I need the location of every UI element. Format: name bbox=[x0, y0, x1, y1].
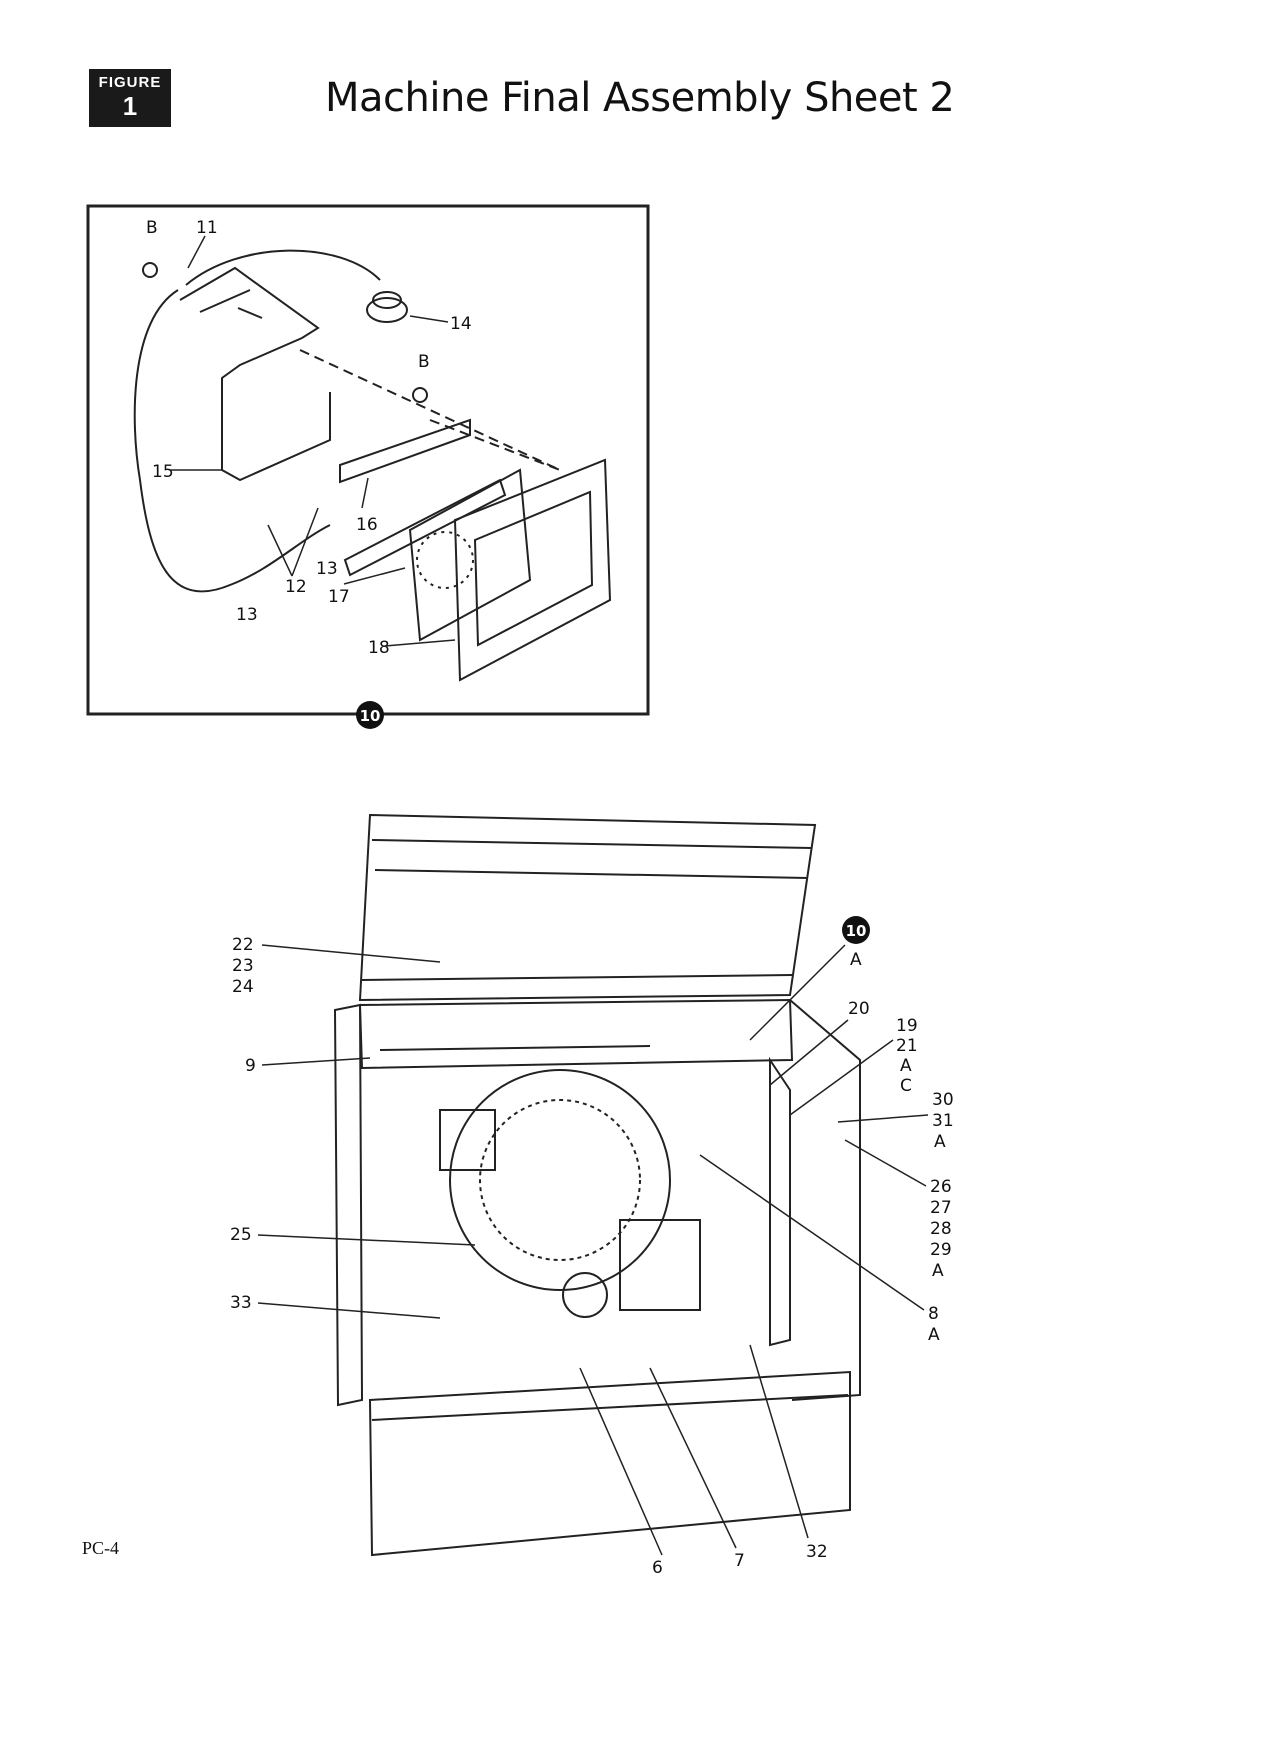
machine-drum bbox=[449, 1069, 671, 1291]
machine-cabinet bbox=[333, 1003, 364, 1407]
detail-bezel bbox=[453, 458, 612, 682]
part-label: 23 bbox=[232, 956, 254, 976]
detail-label: 14 bbox=[450, 314, 472, 334]
figure-badge-word: FIGURE bbox=[98, 74, 162, 91]
detail-screw bbox=[142, 262, 158, 278]
detail-label: B bbox=[146, 218, 158, 238]
detail-label: 13 bbox=[316, 559, 338, 579]
part-label: 19 bbox=[896, 1016, 918, 1036]
part-label: 30 bbox=[932, 1090, 954, 1110]
machine-lid bbox=[358, 813, 817, 1002]
part-label: 8 bbox=[928, 1304, 939, 1324]
main-callout-number: 10 bbox=[846, 922, 867, 940]
part-label: 29 bbox=[930, 1240, 952, 1260]
detail-bracket-plate bbox=[179, 266, 331, 482]
part-label: 32 bbox=[806, 1542, 828, 1562]
part-label: 31 bbox=[932, 1111, 954, 1131]
part-label: 20 bbox=[848, 999, 870, 1019]
main-labels: A 22 23 24 9 20 19 21 A C 30 31 A 26 27 … bbox=[230, 935, 954, 1578]
figure-badge-number: 1 bbox=[122, 91, 138, 121]
part-label: 22 bbox=[232, 935, 254, 955]
part-label: 21 bbox=[896, 1036, 918, 1056]
part-label: 9 bbox=[245, 1056, 256, 1076]
figure-badge: FIGURE 1 bbox=[89, 69, 171, 127]
page-title: Machine Final Assembly Sheet 2 bbox=[325, 75, 955, 121]
detail-marker-circle bbox=[356, 701, 384, 729]
part-label: A bbox=[932, 1261, 944, 1281]
part-label: 7 bbox=[734, 1551, 745, 1571]
part-label: 27 bbox=[930, 1198, 952, 1218]
part-label: 26 bbox=[930, 1177, 952, 1197]
detail-marker-label: 10 bbox=[360, 707, 381, 725]
part-label: 24 bbox=[232, 977, 254, 997]
machine-motor-box bbox=[619, 1219, 701, 1311]
part-label: A bbox=[934, 1132, 946, 1152]
detail-label: 16 bbox=[356, 515, 378, 535]
detail-cable bbox=[133, 249, 381, 593]
detail-label: 15 bbox=[152, 462, 174, 482]
part-label: A bbox=[900, 1056, 912, 1076]
page-code: PC-4 bbox=[82, 1538, 120, 1558]
detail-label: B bbox=[418, 352, 430, 372]
machine-base bbox=[368, 1370, 851, 1557]
machine-keyboard-bar bbox=[358, 998, 794, 1070]
callout-label: A bbox=[850, 950, 862, 970]
detail-label: 17 bbox=[328, 587, 350, 607]
main-callout-circle bbox=[842, 916, 870, 944]
detail-label: 18 bbox=[368, 638, 390, 658]
detail-dial-plate bbox=[408, 468, 532, 642]
detail-label: 13 bbox=[236, 605, 258, 625]
part-label: 33 bbox=[230, 1293, 252, 1313]
detail-labels: B 11 14 B 15 16 12 13 13 17 18 bbox=[146, 218, 472, 658]
detail-rail bbox=[339, 418, 507, 577]
detail-fitting bbox=[366, 297, 408, 323]
part-label: 28 bbox=[930, 1219, 952, 1239]
part-label: 6 bbox=[652, 1558, 663, 1578]
detail-label: 11 bbox=[196, 218, 218, 238]
part-label: A bbox=[928, 1325, 940, 1345]
part-label: 25 bbox=[230, 1225, 252, 1245]
part-label: C bbox=[900, 1076, 912, 1096]
detail-label: 12 bbox=[285, 577, 307, 597]
